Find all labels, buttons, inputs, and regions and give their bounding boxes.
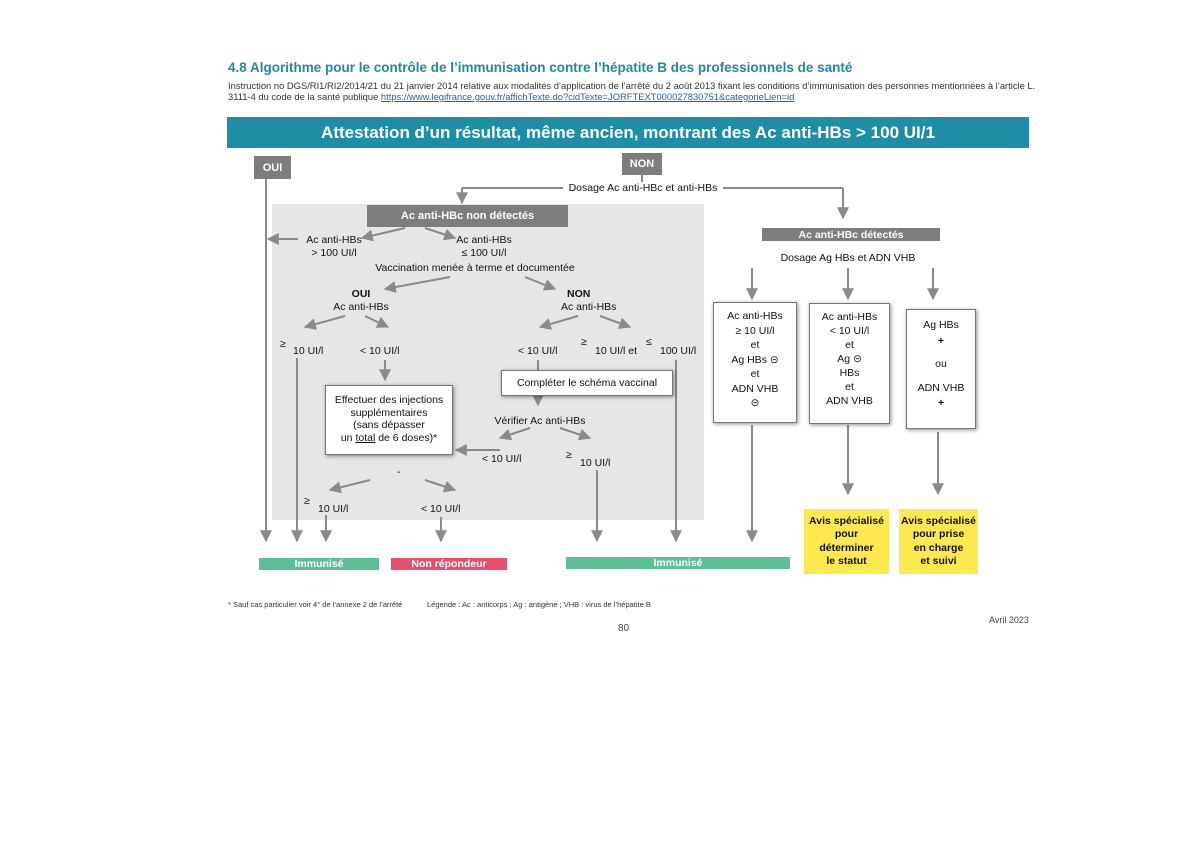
box2-line4: Ag ⊝ [837,353,862,365]
non2-label: NON Ac anti-HBs [555,288,627,314]
box2-line6: et [845,381,854,393]
effectuer-line1: Effectuer des injections [334,394,444,406]
ge10-a-label: 10 UI/l [293,345,324,357]
non2-title: NON [567,288,591,300]
box2-line7: ADN VHB [826,395,873,407]
effectuer-line4: un total de 6 doses)* [326,432,452,445]
lt10-c-label: < 10 UI/l [482,453,522,465]
oui-tag: OUI [254,156,291,179]
box2-line3: et [845,339,854,351]
oui2-label: OUI Ac anti-HBs [326,288,396,314]
box2-line5: HBs [839,367,860,379]
box1-line3: et [750,339,760,351]
vaccination-label: Vaccination menée à terme et documentée [375,262,575,274]
immunise-bar-1: Immunisé [259,558,379,570]
avis-prise-box: Avis spécialisé pour prise en charge et … [899,509,978,574]
legend-text: Légende : Ac : anticorps ; Ag : antigène… [427,600,651,609]
lt10-d-label: < 10 UI/l [421,503,461,515]
effectuer-un: un [340,431,356,444]
avis-statut-box: Avis spécialisé pour déterminer le statu… [804,509,889,574]
non-repondeur-bar: Non répondeur [391,558,507,570]
box2-line2: < 10 UI/l [829,325,870,337]
effectuer-doses: de 6 doses)* [375,431,438,444]
box1-line1: Ac anti-HBs [727,310,783,322]
hbc-non-detectes-tag: Ac anti-HBc non détectés [367,205,568,227]
instruction-body: Instruction no DGS/RI1/RI2/2014/21 du 21… [228,80,1036,102]
hbc-detectes-tag: Ac anti-HBc détectés [762,228,940,241]
box1-line2: ≥ 10 UI/l [735,324,775,337]
lt10-b-label: < 10 UI/l [518,345,558,357]
ge10-d-label: 10 UI/l [318,503,349,515]
ge-symbol-c: ≥ [566,449,572,461]
box1-line6: ADN VHB [731,382,779,395]
dosage-ag-label: Dosage Ag HBs et ADN VHB [780,252,916,264]
legifrance-link[interactable]: https://www.legifrance.gouv.fr/affichTex… [380,91,795,102]
date-label: Avril 2023 [989,615,1029,625]
diagram-banner: Attestation d’un résultat, même ancien, … [227,117,1029,148]
oui2-sub: Ac anti-HBs [333,301,389,313]
box1-line7: ⊝ [750,397,760,409]
avis-prise-line2: pour prise [912,528,965,540]
hbs-gt100-line2: > 100 UI/l [311,247,357,259]
box3-line2: + [937,334,945,347]
verifier-label: Vérifier Ac anti-HBs [494,415,586,427]
hbs-le100-label: Ac anti-HBs ≤ 100 UI/l [448,234,520,260]
box3-line1: Ag HBs [923,319,959,331]
instruction-text: Instruction no DGS/RI1/RI2/2014/21 du 21… [228,80,1038,102]
ge-symbol-d: ≥ [304,495,310,507]
box3-line5: + [937,397,945,409]
non-tag: NON [622,153,662,175]
avis-prise-line4: et suivi [920,555,957,567]
ge10-c-label: 10 UI/l [580,457,611,469]
avis-prise-line3: en charge [913,541,964,554]
result-box-immune: Ac anti-HBs ≥ 10 UI/l et Ag HBs ⊝ et ADN… [713,302,797,423]
result-box-infected: Ag HBs + ou ADN VHB + [906,309,976,429]
lt10-a-label: < 10 UI/l [360,345,400,357]
effectuer-total: total [355,431,376,444]
le100-b-label: 100 UI/l [660,345,697,357]
immunise-bar-2: Immunisé [566,557,790,569]
avis-prise-line1: Avis spécialisé [901,514,976,527]
completer-schema-box: Compléter le schéma vaccinal [501,370,673,396]
result-box-status: Ac anti-HBs < 10 UI/l et Ag ⊝ HBs et ADN… [809,303,890,424]
box3-line3: ou [935,358,947,370]
hbc-negative-panel [272,204,704,520]
box1-line4: Ag HBs ⊝ [731,353,779,366]
oui2-title: OUI [351,288,371,300]
non2-sub: Ac anti-HBs [561,301,617,313]
footnote: * Sauf cas particulier voir 4° de l’anne… [228,600,403,609]
hbs-gt100-label: Ac anti-HBs > 100 UI/l [298,234,370,260]
effectuer-line2: supplémentaires [350,406,428,419]
avis-statut-line4: le statut [826,555,867,567]
hbs-gt100-line1: Ac anti-HBs [306,234,362,246]
hbs-le100-line2: ≤ 100 UI/l [461,247,507,259]
box2-line1: Ac anti-HBs [821,311,878,323]
page-number: 80 [618,623,630,634]
effectuer-injections-box: Effectuer des injections supplémentaires… [325,385,453,455]
avis-statut-line2: pour [834,528,859,540]
le-symbol-b: ≤ [646,336,652,348]
ge10-b-label: 10 UI/l et [595,345,638,357]
effectuer-line3: (sans dépasser [353,419,425,431]
box3-line4: ADN VHB [917,381,965,394]
avis-statut-line3: déterminer [819,541,874,554]
box1-line5: et [750,368,760,380]
page-title: 4.8 Algorithme pour le contrôle de l’imm… [228,60,853,75]
dosage-hbc-hbs-label: Dosage Ac anti-HBc et anti-HBs [563,182,723,195]
avis-statut-line1: Avis spécialisé [809,514,884,527]
dash-label: - [397,466,401,478]
hbs-le100-line1: Ac anti-HBs [456,234,512,246]
ge-symbol-b: ≥ [581,336,587,348]
ge-symbol-a: ≥ [280,338,286,350]
